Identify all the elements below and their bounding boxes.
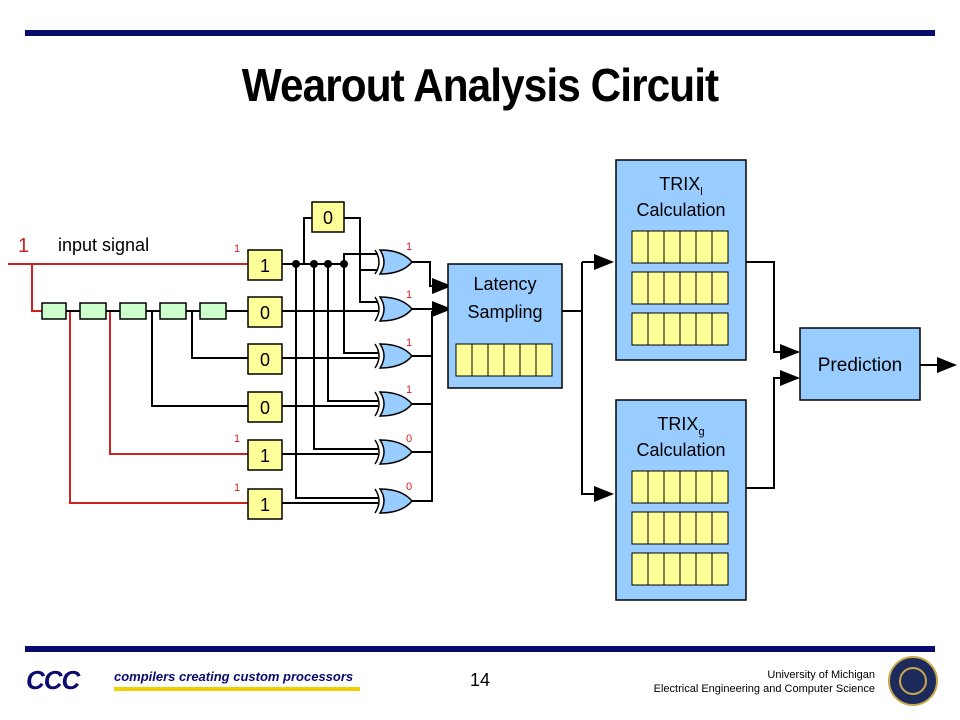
xor-gates — [374, 249, 413, 514]
register-input-label: 1 — [234, 243, 240, 255]
register-value: 0 — [260, 398, 270, 418]
ccc-logo: CCC — [26, 665, 80, 695]
latency-buffer — [455, 343, 553, 377]
xor-gate — [374, 391, 413, 417]
delay-cell — [159, 302, 187, 320]
buffer-row — [631, 230, 729, 264]
brand-underline — [114, 687, 360, 691]
delay-chain — [41, 302, 227, 320]
trix-l-buffers — [631, 230, 729, 346]
buffer-cell — [503, 343, 521, 377]
xor-gate — [374, 488, 413, 514]
buffer-cell — [455, 343, 473, 377]
footer-brand: CCC compilers creating custom processors — [26, 665, 360, 699]
register-value: 1 — [260, 495, 270, 515]
buffer-row — [631, 511, 729, 545]
xor-output-label: 1 — [406, 241, 412, 253]
buffer-row — [631, 470, 729, 504]
junction-dot — [324, 260, 332, 268]
trix-l-line2: Calculation — [636, 200, 725, 220]
xor-output-label: 0 — [406, 481, 412, 493]
register-value: 1 — [260, 446, 270, 466]
trix-l-sub: l — [700, 186, 702, 198]
delay-cell — [199, 302, 227, 320]
delay-cell — [79, 302, 107, 320]
xor-output-label: 0 — [406, 433, 412, 445]
register-value: 0 — [260, 350, 270, 370]
xor-gate — [374, 296, 413, 322]
xor-output-labels: 1 1 1 1 0 0 — [406, 241, 412, 493]
buffer-cell — [519, 343, 537, 377]
input-label: input signal — [58, 235, 149, 255]
xor-output-label: 1 — [406, 384, 412, 396]
input-value: 1 — [18, 235, 29, 257]
buffer-cell — [471, 343, 489, 377]
university-seal-icon — [888, 656, 938, 706]
register-input-label: 1 — [234, 482, 240, 494]
page-title: Wearout Analysis Circuit — [241, 59, 719, 111]
trix-g-sub: g — [698, 426, 704, 438]
university-line2: Electrical Engineering and Computer Scie… — [653, 683, 875, 695]
input-wires — [8, 263, 248, 504]
register-cell — [247, 296, 283, 328]
university-line1: University of Michigan — [767, 669, 875, 681]
xor-gate — [374, 249, 413, 275]
trix-wires — [562, 254, 957, 502]
junction-dot — [292, 260, 300, 268]
prediction-block — [799, 327, 921, 401]
register-cell — [247, 343, 283, 375]
register-value: 1 — [260, 256, 270, 276]
delayed-register — [311, 201, 345, 233]
trix-l-name: TRIX — [659, 174, 700, 194]
brand-tagline: compilers creating custom processors — [114, 669, 354, 684]
bottom-rule — [25, 646, 935, 652]
register-value: 0 — [260, 303, 270, 323]
trix-l-title: TRIXl — [659, 174, 702, 198]
delayed-register-value: 0 — [323, 208, 333, 228]
buffer-cell — [487, 343, 505, 377]
page-number: 14 — [469, 670, 491, 690]
trix-g-title: TRIXg — [657, 414, 704, 438]
university-info: University of Michigan Electrical Engine… — [654, 668, 875, 696]
delay-wires — [66, 310, 248, 407]
register-stack: 1 0 0 0 1 1 — [247, 249, 283, 520]
xor-output-wires — [412, 261, 452, 502]
register-cell — [247, 249, 283, 281]
delay-cell — [41, 302, 67, 320]
trix-g-line2: Calculation — [636, 440, 725, 460]
junction-dots — [292, 260, 348, 268]
latency-line1: Latency — [473, 274, 536, 294]
xor-gate — [374, 439, 413, 465]
buffer-cell — [535, 343, 553, 377]
latency-line2: Sampling — [467, 302, 542, 322]
register-cell — [247, 488, 283, 520]
prediction-label: Prediction — [818, 355, 903, 376]
trix-g-name: TRIX — [657, 414, 698, 434]
junction-dot — [310, 260, 318, 268]
junction-dot — [340, 260, 348, 268]
delay-cell — [119, 302, 147, 320]
register-cell — [247, 391, 283, 423]
buffer-row — [631, 312, 729, 346]
xor-gate — [374, 343, 413, 369]
buffer-row — [631, 271, 729, 305]
register-input-label: 1 — [234, 433, 240, 445]
register-cell — [247, 439, 283, 471]
xor-output-label: 1 — [406, 337, 412, 349]
top-rule — [25, 30, 935, 36]
buffer-row — [631, 552, 729, 586]
xor-output-label: 1 — [406, 289, 412, 301]
trix-g-buffers — [631, 470, 729, 586]
